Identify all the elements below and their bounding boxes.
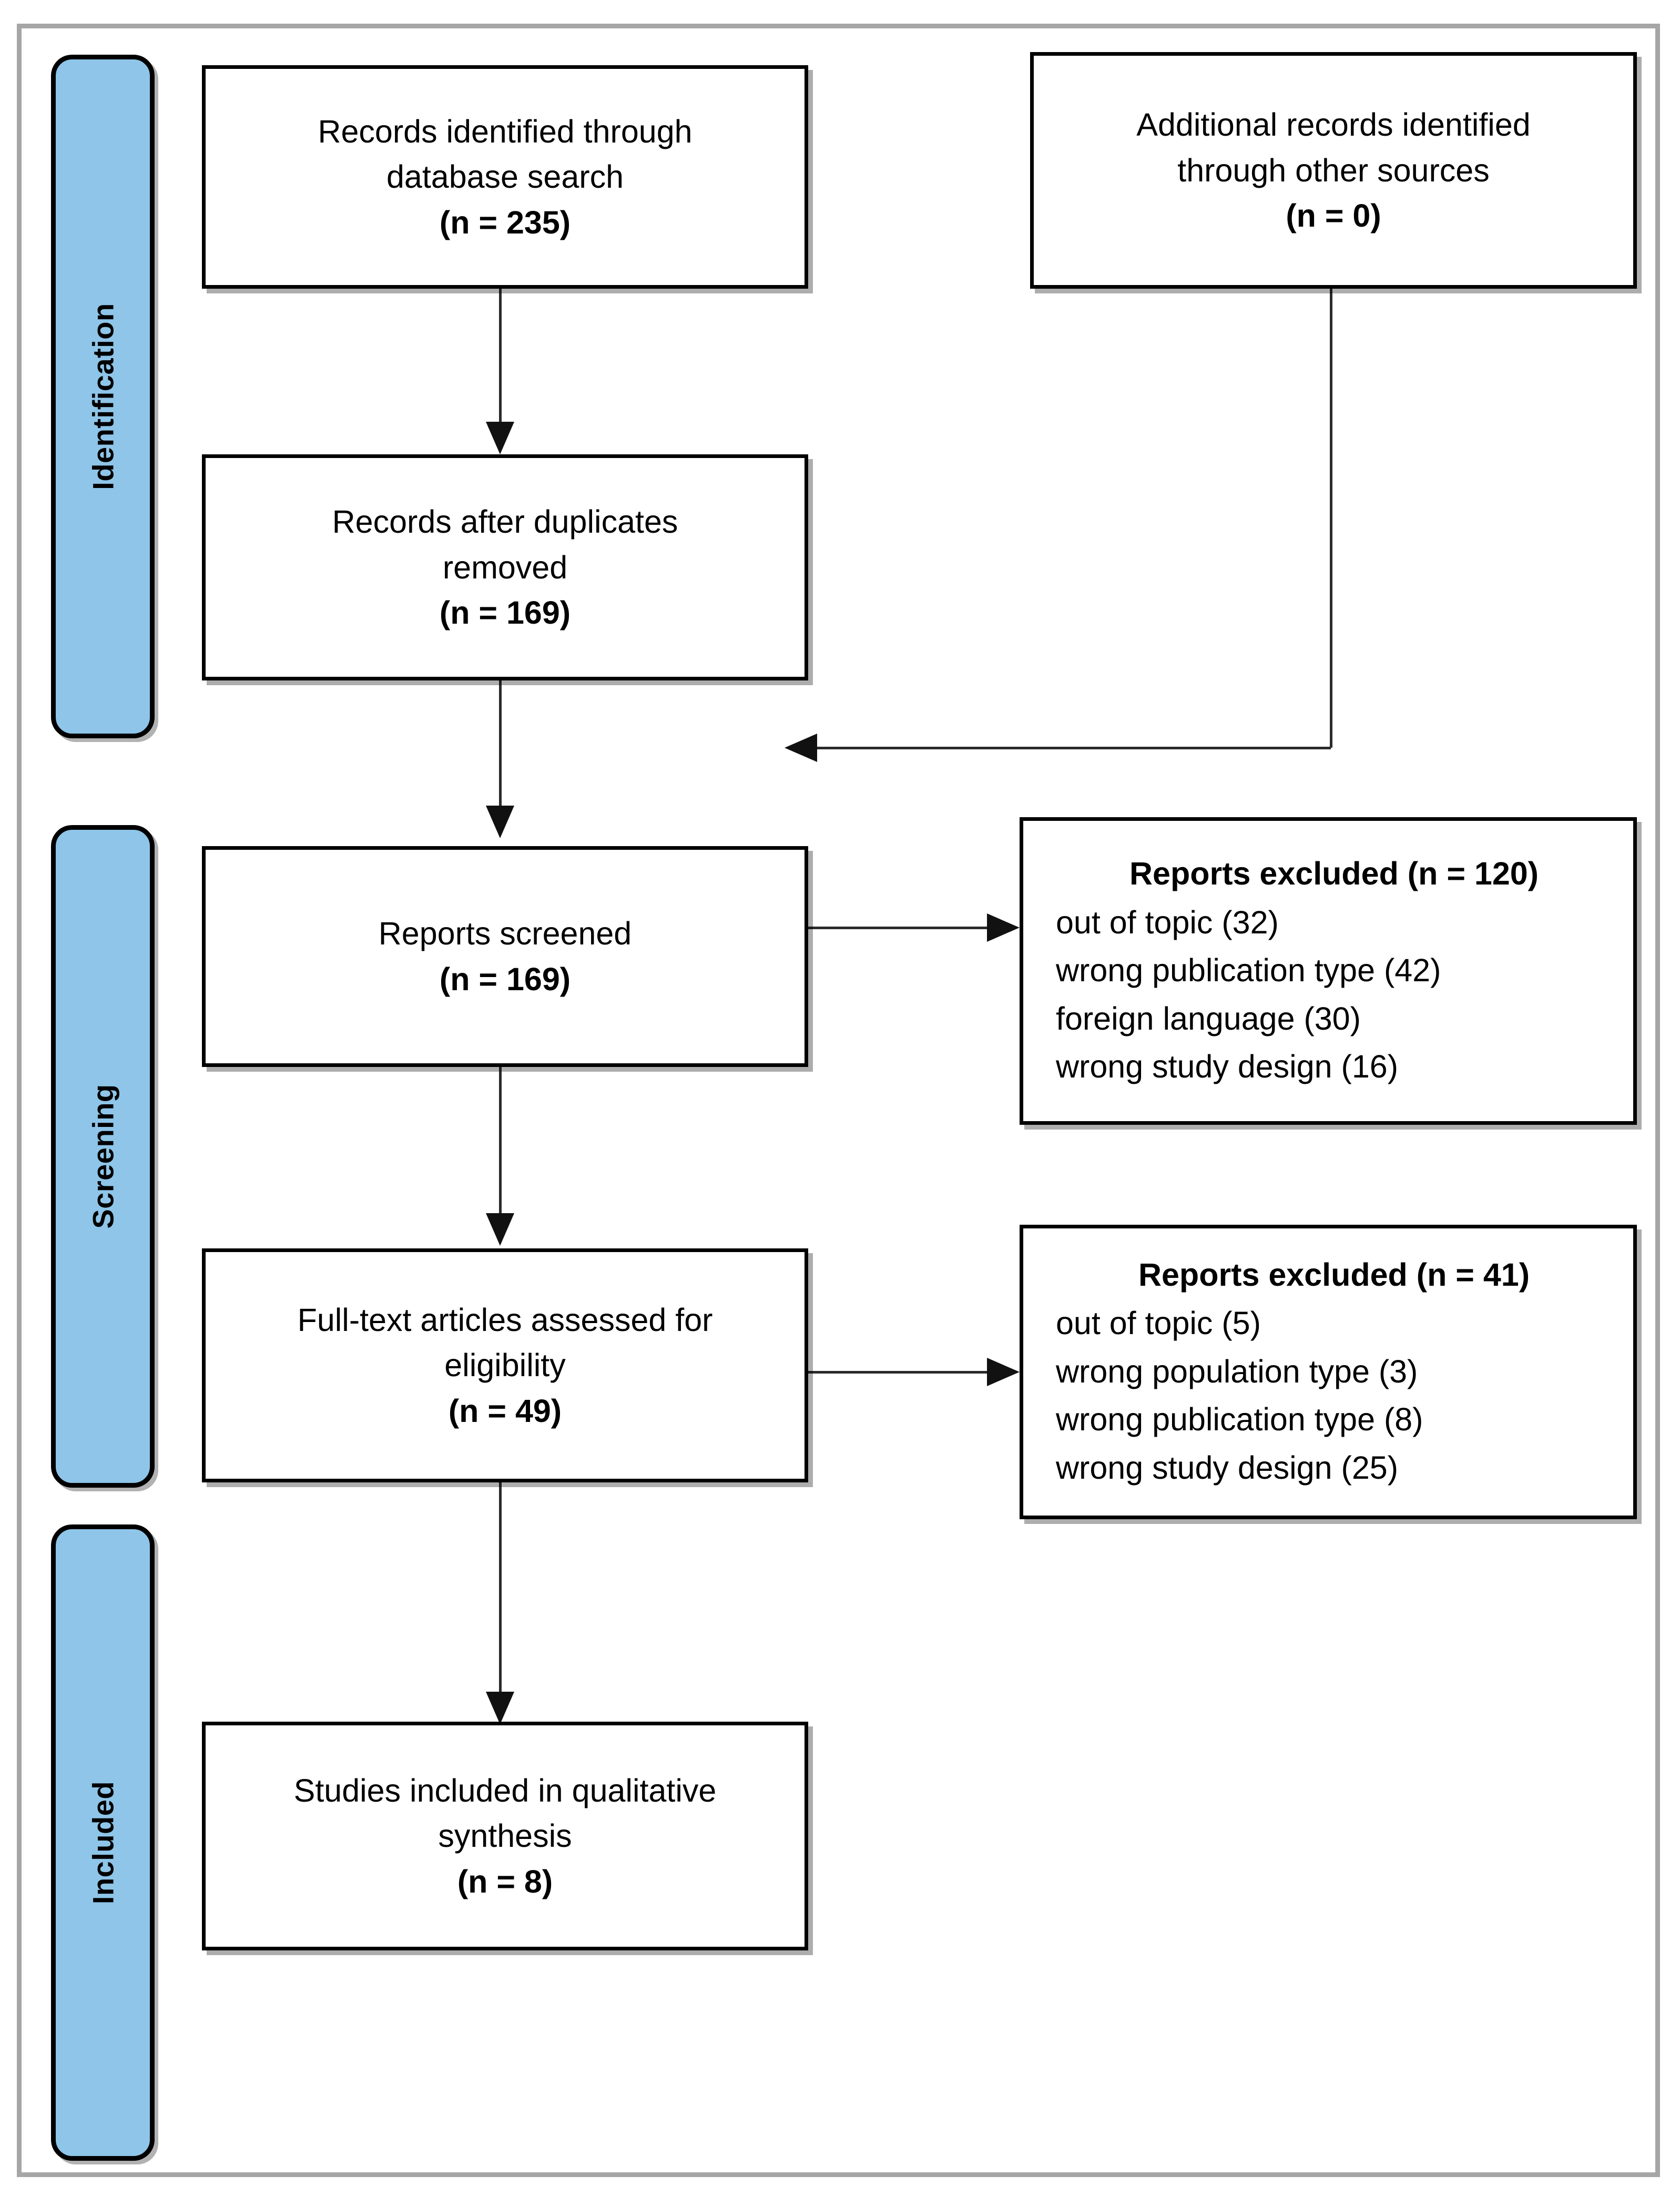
stage-label-identification: Identification bbox=[86, 303, 119, 490]
connector-screened-to-excluded-line bbox=[803, 927, 990, 929]
reports-excluded-screening-header: Reports excluded (n = 120) bbox=[1129, 856, 1539, 892]
box-reports-screened-count: (n = 169) bbox=[439, 961, 571, 997]
box-full-text-assessed-line1: Full-text articles assessed for bbox=[297, 1302, 713, 1338]
connector-screened-to-fulltext-line bbox=[499, 1067, 502, 1214]
connector-screened-to-fulltext-arrow bbox=[486, 1213, 514, 1246]
box-reports-excluded-screening: Reports excluded (n = 120) out of topic … bbox=[1020, 817, 1637, 1125]
connector-identified-to-dedup-line bbox=[499, 289, 502, 423]
reports-excluded-eligibility-header: Reports excluded (n = 41) bbox=[1138, 1256, 1530, 1293]
box-additional-records: Additional records identified through ot… bbox=[1030, 52, 1637, 289]
box-studies-included: Studies included in qualitative synthesi… bbox=[202, 1722, 808, 1950]
box-full-text-assessed-line2: eligibility bbox=[444, 1347, 566, 1384]
box-records-identified-count: (n = 235) bbox=[439, 204, 571, 240]
connector-identified-to-dedup-arrow bbox=[486, 422, 514, 454]
connector-additional-to-dedup-hline bbox=[817, 747, 1331, 749]
box-records-after-duplicates-line1: Records after duplicates bbox=[332, 504, 678, 540]
reports-excluded-eligibility-reason-1: out of topic (5) bbox=[1056, 1305, 1261, 1341]
box-reports-excluded-eligibility: Reports excluded (n = 41) out of topic (… bbox=[1020, 1225, 1637, 1519]
box-full-text-assessed: Full-text articles assessed for eligibil… bbox=[202, 1248, 808, 1482]
box-records-identified-line2: database search bbox=[386, 159, 624, 195]
connector-dedup-to-screened-line bbox=[499, 680, 502, 807]
connector-fulltext-to-excluded-arrow bbox=[987, 1358, 1020, 1386]
connector-additional-to-dedup-vline bbox=[1330, 289, 1332, 748]
box-studies-included-line1: Studies included in qualitative bbox=[293, 1772, 717, 1808]
stage-label-screening: Screening bbox=[86, 1084, 119, 1229]
connector-dedup-to-screened-arrow bbox=[486, 806, 514, 838]
box-records-after-duplicates: Records after duplicates removed (n = 16… bbox=[202, 454, 808, 680]
connector-fulltext-to-included-line bbox=[499, 1482, 502, 1693]
box-additional-records-count: (n = 0) bbox=[1286, 198, 1381, 234]
box-records-identified-line1: Records identified through bbox=[318, 113, 693, 149]
connector-additional-to-dedup-arrow bbox=[785, 734, 817, 762]
box-full-text-assessed-count: (n = 49) bbox=[448, 1392, 562, 1429]
reports-excluded-eligibility-reason-2: wrong population type (3) bbox=[1056, 1353, 1418, 1389]
connector-fulltext-to-included-arrow bbox=[486, 1692, 514, 1724]
reports-excluded-screening-reason-2: wrong publication type (42) bbox=[1056, 952, 1441, 989]
box-reports-screened-line1: Reports screened bbox=[378, 916, 632, 952]
box-records-after-duplicates-count: (n = 169) bbox=[439, 595, 571, 631]
connector-fulltext-to-excluded-line bbox=[803, 1371, 990, 1374]
stage-pill-screening: Screening bbox=[51, 825, 155, 1488]
box-records-identified: Records identified through database sear… bbox=[202, 65, 808, 289]
box-reports-screened: Reports screened (n = 169) bbox=[202, 846, 808, 1067]
box-records-after-duplicates-line2: removed bbox=[442, 549, 568, 585]
box-studies-included-line2: synthesis bbox=[438, 1818, 572, 1854]
reports-excluded-eligibility-reason-4: wrong study design (25) bbox=[1056, 1449, 1399, 1486]
stage-pill-included: Included bbox=[51, 1524, 155, 2161]
box-additional-records-line1: Additional records identified bbox=[1136, 107, 1531, 143]
reports-excluded-screening-reason-1: out of topic (32) bbox=[1056, 904, 1279, 940]
connector-screened-to-excluded-arrow bbox=[987, 913, 1020, 942]
stage-pill-identification: Identification bbox=[51, 55, 155, 738]
box-additional-records-line2: through other sources bbox=[1177, 152, 1490, 188]
reports-excluded-screening-reason-4: wrong study design (16) bbox=[1056, 1049, 1399, 1085]
stage-label-included: Included bbox=[86, 1781, 119, 1905]
reports-excluded-screening-reason-3: foreign language (30) bbox=[1056, 1000, 1361, 1036]
reports-excluded-eligibility-reason-3: wrong publication type (8) bbox=[1056, 1401, 1423, 1438]
box-studies-included-count: (n = 8) bbox=[457, 1863, 553, 1899]
diagram-frame: Identification Screening Included bbox=[17, 24, 1660, 2177]
